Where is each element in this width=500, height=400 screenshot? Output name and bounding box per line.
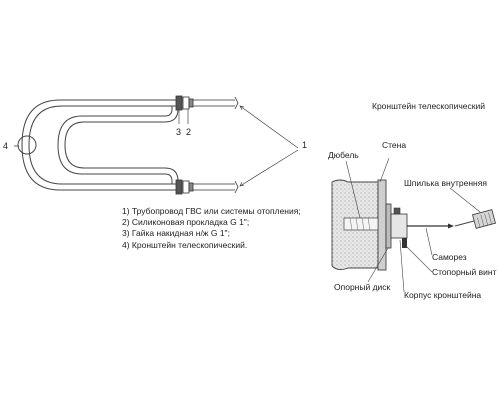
callout-1: 1: [302, 140, 308, 150]
legend-item: 1) Трубопровод ГВС или системы отопления…: [122, 206, 301, 216]
legend-item: 4) Кронштейн телескопический.: [122, 239, 248, 250]
dowel-shape: [343, 217, 379, 231]
legend-item: 3) Гайка накидная н/ж G 1";: [122, 228, 230, 239]
legend-list: 1) Трубопровод ГВС или системы отопления…: [122, 206, 301, 251]
pipe-break-marks: [234, 96, 239, 194]
bracket-title: Кронштейн телескопический: [372, 101, 485, 111]
bottom-fitting: [175, 179, 235, 195]
support-disk-shape: [385, 203, 392, 249]
set-screw-shape: [402, 238, 407, 248]
callout-2: 2: [186, 127, 192, 137]
bracket-body-shape: [390, 213, 408, 239]
label-disk: Опорный диск: [334, 282, 391, 292]
legend-item: 2) Силиконовая прокладка G 1";: [122, 217, 250, 228]
label-body: Корпус кронштейна: [404, 290, 482, 300]
label-wall: Стена: [382, 140, 407, 150]
wall-surface: [377, 179, 387, 271]
label-stud: Шпилька внутренняя: [404, 178, 487, 188]
top-fitting: [175, 95, 235, 111]
callout-3: 3: [176, 127, 182, 137]
leaders-1: [239, 105, 299, 187]
leaders-3-2: [178, 109, 189, 124]
stud-shape: [454, 209, 496, 229]
label-dowel: Дюбель: [328, 150, 359, 160]
label-set-screw: Стопорный винт: [432, 267, 497, 277]
bracket-ring-marker: [17, 135, 37, 155]
towel-rail: [21, 99, 179, 191]
callout-4: 4: [3, 141, 9, 151]
bracket-detail: [331, 179, 496, 271]
bracket-leaders: [345, 157, 481, 293]
label-screw: Саморез: [432, 252, 467, 262]
